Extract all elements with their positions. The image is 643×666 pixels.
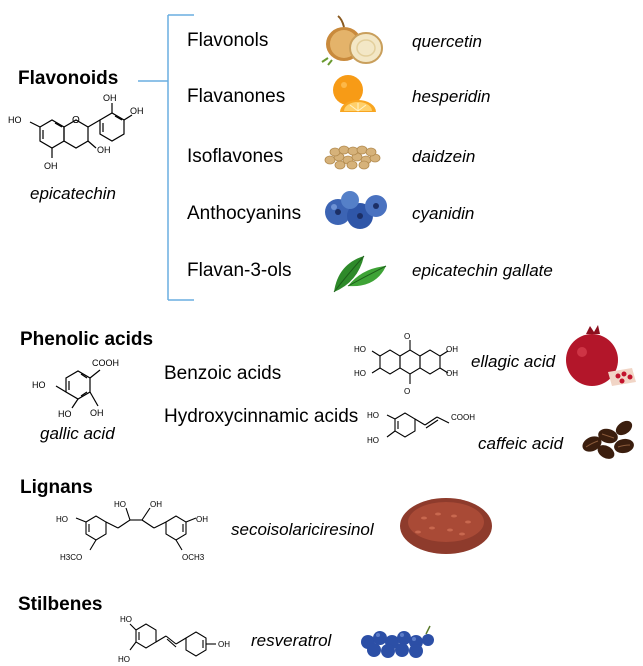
- subclass-benzoic-acids: Benzoic acids: [164, 363, 282, 384]
- compound-cyanidin: cyanidin: [412, 204, 475, 223]
- gallic-acid-label: gallic acid: [40, 424, 115, 443]
- compound-resveratrol: resveratrol: [251, 631, 332, 650]
- subclass-isoflavones: Isoflavones: [187, 146, 284, 167]
- lignans-heading: Lignans: [20, 477, 93, 498]
- epicatechin-oh-label-3: OH: [103, 93, 117, 103]
- ellagic-acid-structure: O O HO HO OH OH: [354, 332, 458, 396]
- gallic-acid-structure: COOH HO HO OH: [32, 358, 119, 419]
- epicatechin-structure: O HO OH OH OH OH: [8, 93, 144, 171]
- caffeic-ho-label-2: HO: [367, 436, 379, 445]
- epicatechin-oh-label-1: OH: [44, 161, 58, 171]
- stilbenes-heading: Stilbenes: [18, 594, 103, 615]
- caffeic-acid-structure: COOH HO HO: [367, 411, 475, 445]
- resveratrol-ho-label-2: HO: [118, 655, 130, 664]
- epicatechin-ho-label: HO: [8, 115, 22, 125]
- coffee-beans-icon: [582, 420, 634, 459]
- epicatechin-label: epicatechin: [30, 184, 117, 203]
- lignan-ho-label-left: HO: [56, 515, 68, 524]
- ellagic-ho-label-2: HO: [354, 369, 366, 378]
- gallic-ho-label-2: HO: [58, 409, 72, 419]
- resveratrol-ho-label-1: HO: [120, 615, 132, 624]
- epicatechin-oh-label-4: OH: [130, 106, 144, 116]
- ellagic-o-label-1: O: [404, 332, 410, 341]
- flaxseed-icon: [400, 498, 492, 554]
- ellagic-ho-label-1: HO: [354, 345, 366, 354]
- flavonoids-bracket: [138, 14, 194, 301]
- gallic-cooh-label: COOH: [92, 358, 119, 368]
- compound-hesperidin: hesperidin: [412, 87, 491, 106]
- grapes-icon: [361, 625, 434, 658]
- compound-caffeic-acid: caffeic acid: [478, 434, 564, 453]
- lignan-och3-label: OCH3: [182, 553, 205, 562]
- ellagic-o-label-2: O: [404, 387, 410, 396]
- blueberries-icon: [325, 191, 387, 229]
- pomegranate-icon: [566, 325, 636, 386]
- lignan-h3co-label: H3CO: [60, 553, 82, 562]
- caffeic-cooh-label: COOH: [451, 413, 475, 422]
- compound-quercetin: quercetin: [412, 32, 482, 51]
- orange-icon: [333, 75, 376, 112]
- soybeans-icon: [324, 145, 381, 170]
- onion-icon: [321, 15, 383, 66]
- flavonoids-heading: Flavonoids: [18, 68, 119, 89]
- epicatechin-oh-label-2: OH: [97, 145, 111, 155]
- ellagic-oh-label-1: OH: [446, 345, 458, 354]
- subclass-flavonols: Flavonols: [187, 30, 269, 51]
- caffeic-ho-label-1: HO: [367, 411, 379, 420]
- secoisolariciresinol-structure: HO OH HO OH H3CO OCH3: [56, 500, 208, 562]
- subclass-flavan-3-ols: Flavan-3-ols: [187, 260, 292, 281]
- lignan-ho-label-top: HO: [114, 500, 126, 509]
- compound-secoisolariciresinol: secoisolariciresinol: [231, 520, 374, 539]
- resveratrol-oh-label: OH: [218, 640, 230, 649]
- lignan-oh-label-top: OH: [150, 500, 162, 509]
- subclass-hydroxycinnamic-acids: Hydroxycinnamic acids: [164, 406, 359, 427]
- compound-epicatechin-gallate: epicatechin gallate: [412, 261, 553, 280]
- gallic-oh-label: OH: [90, 408, 104, 418]
- compound-daidzein: daidzein: [412, 147, 476, 166]
- epicatechin-o-label: O: [72, 115, 80, 126]
- subclass-anthocyanins: Anthocyanins: [187, 203, 302, 224]
- phenolic-acids-heading: Phenolic acids: [20, 329, 154, 350]
- lignan-oh-label-right: OH: [196, 515, 208, 524]
- tea-leaves-icon: [333, 255, 387, 293]
- resveratrol-structure: HO HO OH: [118, 615, 230, 664]
- subclass-flavanones: Flavanones: [187, 86, 286, 107]
- ellagic-oh-label-2: OH: [446, 369, 458, 378]
- compound-ellagic-acid: ellagic acid: [471, 352, 556, 371]
- gallic-ho-label: HO: [32, 380, 46, 390]
